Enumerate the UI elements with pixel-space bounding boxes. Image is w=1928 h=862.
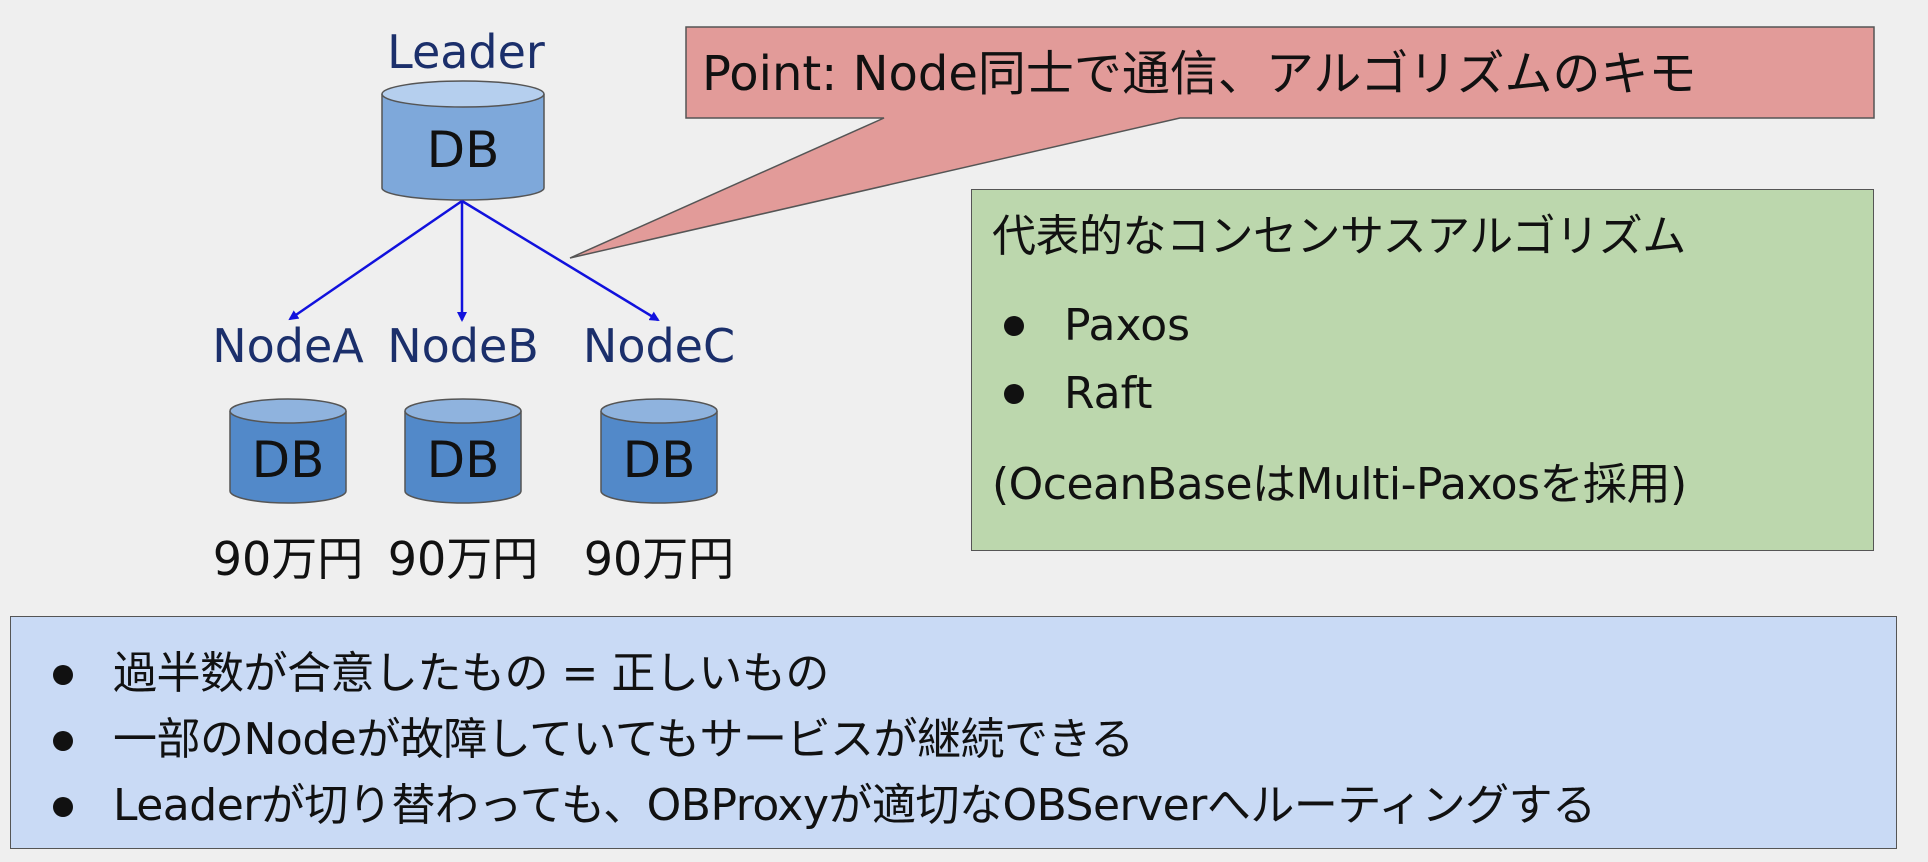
list-item: 過半数が合意したもの = 正しいもの <box>41 641 1896 707</box>
node-a-label: NodeA <box>212 319 364 373</box>
node-a-db-label: DB <box>252 431 325 489</box>
leader-label: Leader <box>387 25 545 79</box>
list-item: Leaderが切り替わっても、OBProxyが適切なOBServerへルーティン… <box>41 773 1896 839</box>
bullet-icon <box>53 731 73 751</box>
algorithms-title: 代表的なコンセンサスアルゴリズム <box>992 211 1686 262</box>
summary-item-obproxy-routing: Leaderが切り替わっても、OBProxyが適切なOBServerへルーティン… <box>113 780 1596 831</box>
node-c: NodeC DB 90万円 <box>583 319 735 586</box>
node-b-price: 90万円 <box>388 532 539 586</box>
bullet-icon <box>53 665 73 685</box>
node-c-label: NodeC <box>583 319 735 373</box>
node-c-db-label: DB <box>623 431 696 489</box>
algorithm-raft: Raft <box>1064 368 1153 419</box>
algorithm-paxos: Paxos <box>1064 300 1191 351</box>
arrow-to-node-a <box>288 199 463 321</box>
node-c-price: 90万円 <box>584 532 735 586</box>
consensus-algorithms-box: 代表的なコンセンサスアルゴリズム Paxos Raft (OceanBaseはM… <box>971 189 1874 551</box>
list-item: Paxos <box>992 292 1853 360</box>
arrow-to-node-c <box>461 199 660 322</box>
bullet-icon <box>1004 316 1024 336</box>
node-b-db-cylinder <box>404 398 522 504</box>
list-item: 一部のNodeが故障していてもサービスが継続できる <box>41 707 1896 773</box>
summary-item-majority: 過半数が合意したもの = 正しいもの <box>113 648 829 699</box>
node-a: NodeA DB 90万円 <box>212 319 364 586</box>
algorithms-note: (OceanBaseはMulti-Paxosを採用) <box>992 459 1687 510</box>
node-a-db-cylinder <box>229 398 347 504</box>
summary-list: 過半数が合意したもの = 正しいもの 一部のNodeが故障していてもサービスが継… <box>41 641 1896 839</box>
node-a-price: 90万円 <box>213 532 364 586</box>
algorithms-list: Paxos Raft <box>992 292 1853 428</box>
callout-shape <box>569 26 1875 259</box>
bullet-icon <box>53 797 73 817</box>
leader-db-label: DB <box>427 121 500 179</box>
node-c-db-cylinder <box>600 398 718 504</box>
callout-text: Point: Node同士で通信、アルゴリズムのキモ <box>702 46 1696 102</box>
node-b-label: NodeB <box>387 319 539 373</box>
leader-db-cylinder <box>381 80 545 201</box>
node-b-db-label: DB <box>427 431 500 489</box>
callout: Point: Node同士で通信、アルゴリズムのキモ <box>569 26 1875 259</box>
leader-node: Leader DB <box>381 25 545 201</box>
replication-arrows <box>288 199 660 322</box>
node-b: NodeB DB 90万円 <box>387 319 539 586</box>
list-item: Raft <box>992 360 1853 428</box>
summary-box: 過半数が合意したもの = 正しいもの 一部のNodeが故障していてもサービスが継… <box>10 616 1897 849</box>
bullet-icon <box>1004 384 1024 404</box>
summary-item-fault-tolerance: 一部のNodeが故障していてもサービスが継続できる <box>113 714 1134 765</box>
